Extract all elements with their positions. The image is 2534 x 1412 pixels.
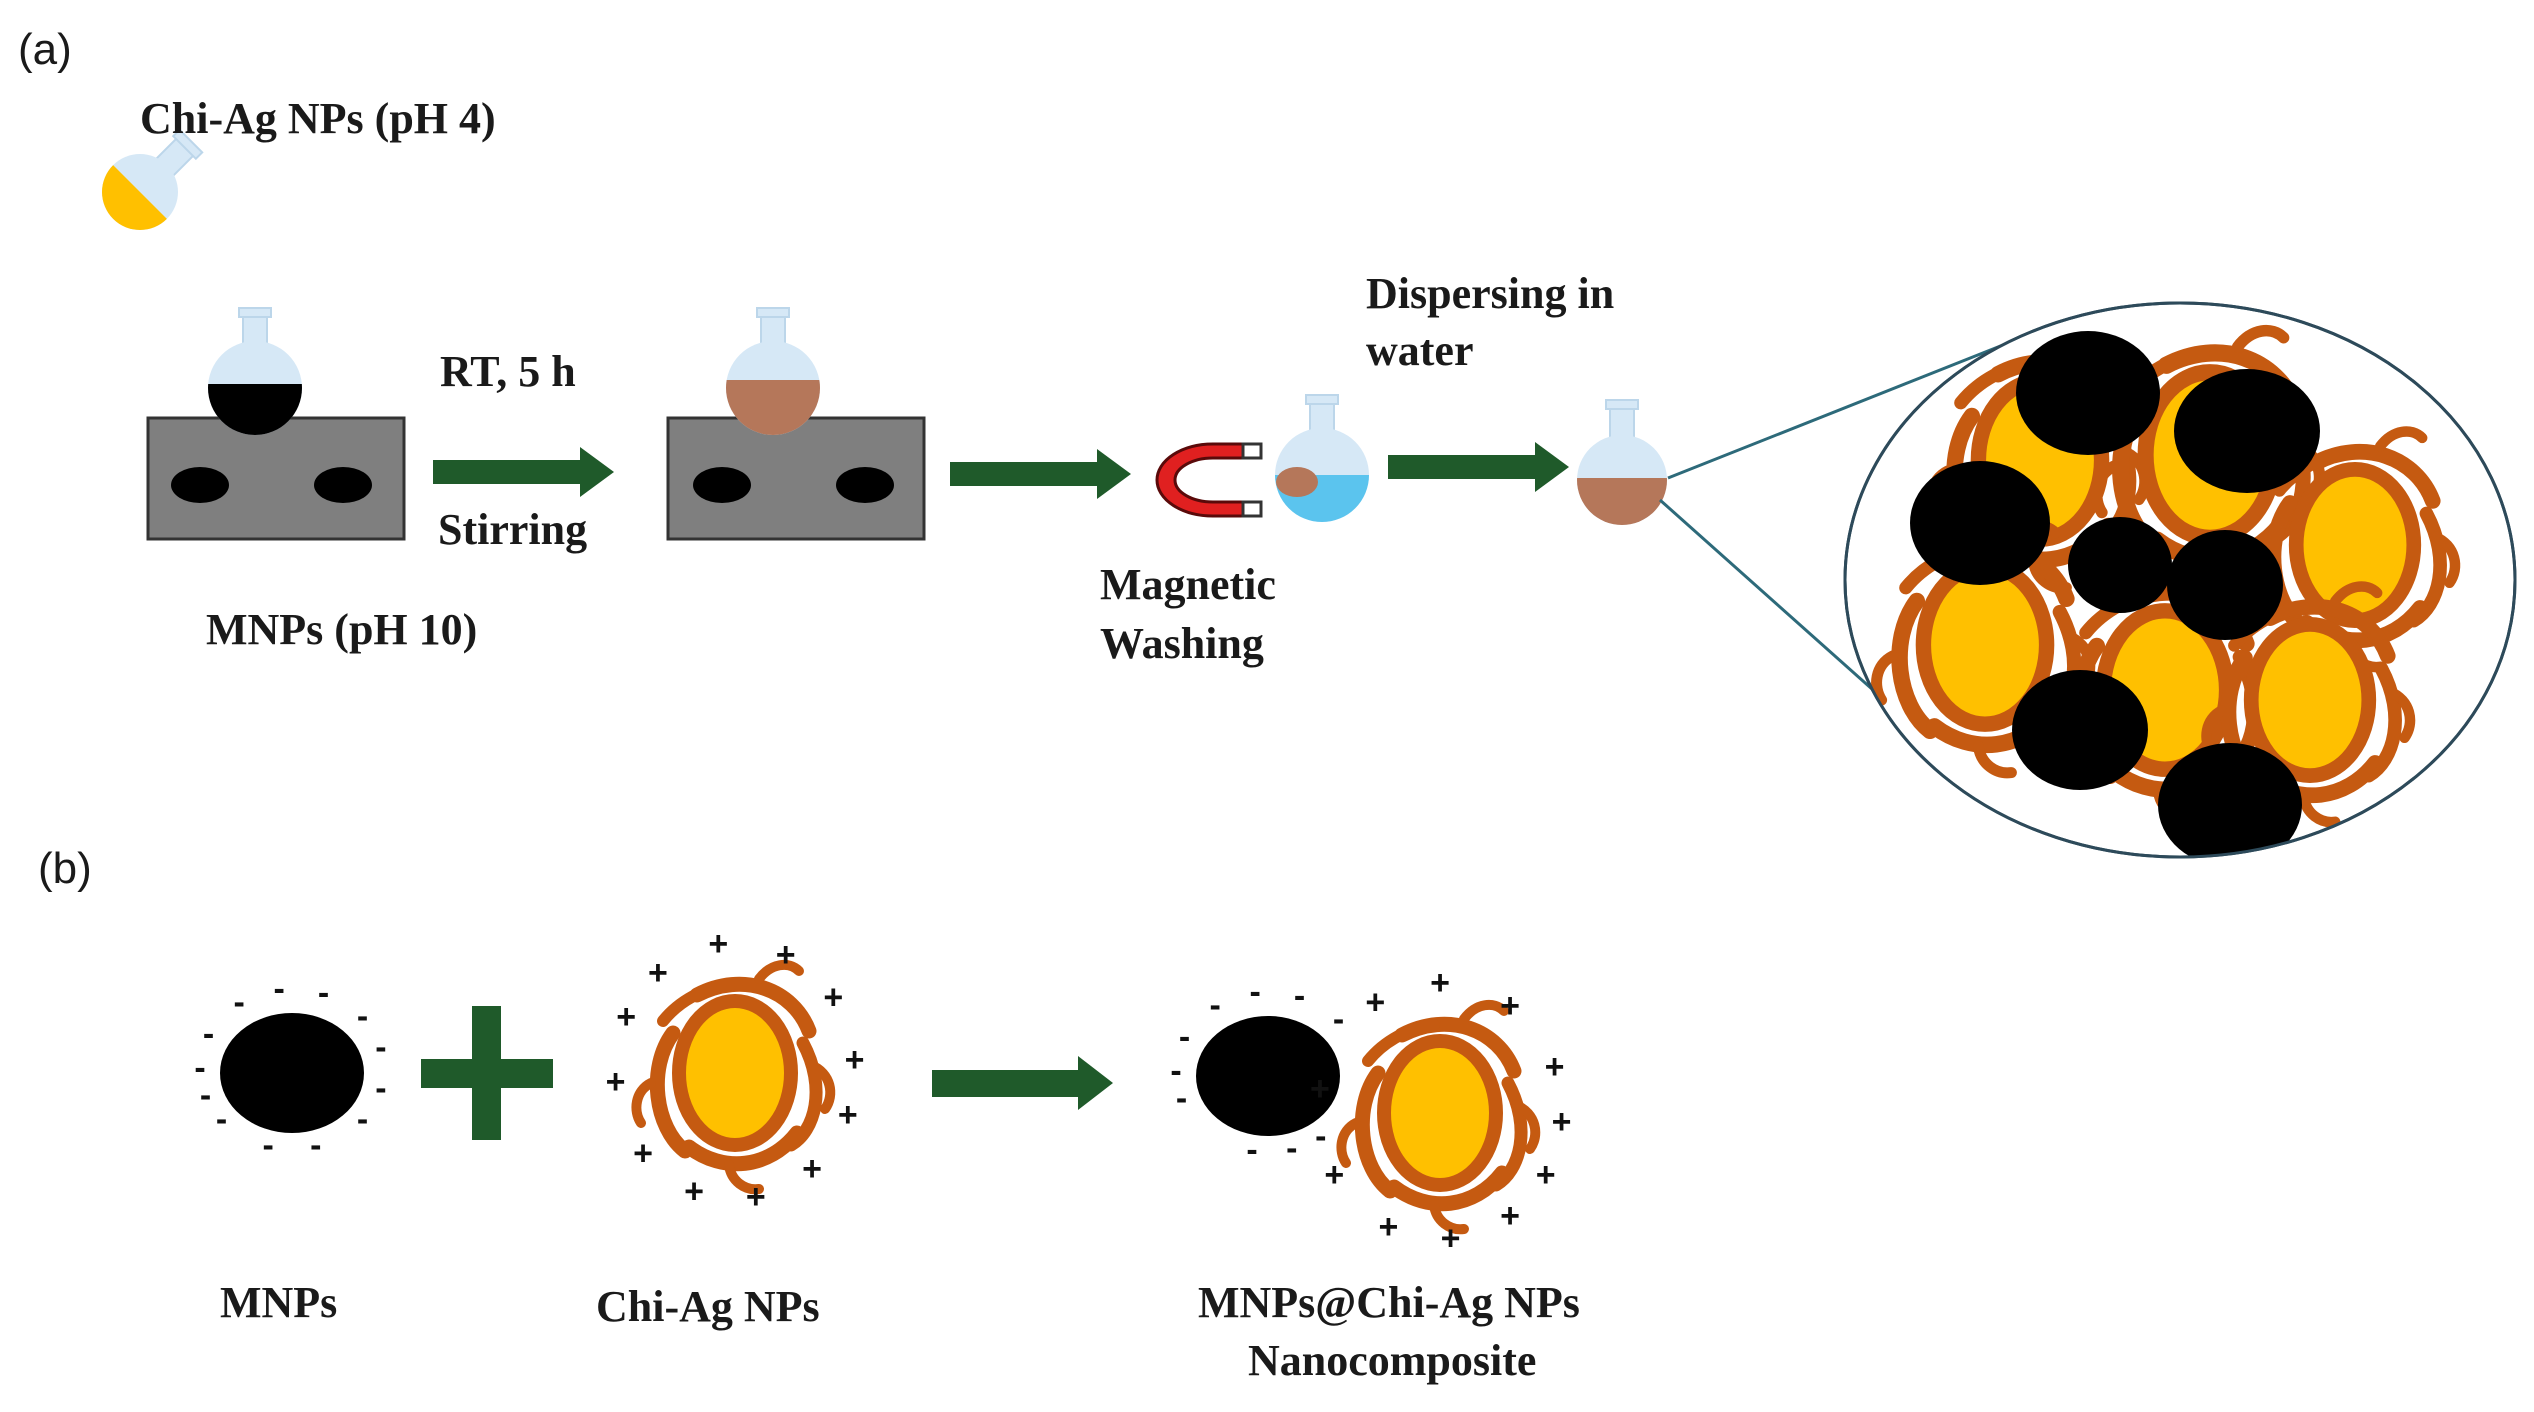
- negative-charge: -: [234, 983, 245, 1021]
- positive-charge: +: [823, 979, 843, 1017]
- positive-charge: +: [684, 1172, 704, 1210]
- positive-charge: +: [1545, 1048, 1565, 1086]
- positive-charge: +: [708, 925, 728, 963]
- product-label: MNPs@Chi-Ag NPs: [1198, 1278, 1580, 1327]
- negative-charge: -: [1286, 1129, 1297, 1167]
- mnps-label: MNPs: [220, 1278, 337, 1327]
- negative-charge: -: [375, 1028, 386, 1066]
- positive-charge: +: [1324, 1156, 1344, 1194]
- negative-charge: -: [203, 1015, 214, 1053]
- positive-charge: +: [1310, 1070, 1330, 1108]
- positive-charge: +: [845, 1041, 865, 1079]
- negative-charge: -: [357, 998, 368, 1036]
- zoom-mnp-7: [2158, 743, 2302, 857]
- arrow-assembly: [932, 1056, 1113, 1110]
- chi-ag-flask: [102, 128, 204, 230]
- product-negative-charges: ----------: [1170, 973, 1344, 1169]
- panel-a-label: (a): [18, 25, 72, 74]
- zoom-mnp-5: [2167, 530, 2283, 640]
- negative-charges: -------------: [194, 970, 386, 1165]
- positive-charge: +: [648, 954, 668, 992]
- arrow-dispersing: [1388, 442, 1569, 492]
- arrow-to-washing: [950, 449, 1131, 499]
- magnetic-stirrer-2: [666, 416, 926, 541]
- positive-charge: +: [1378, 1208, 1398, 1246]
- positive-charge: +: [1430, 964, 1450, 1002]
- positive-charge: +: [776, 936, 796, 974]
- washing-label: Washing: [1100, 619, 1264, 668]
- plus-icon: [421, 1006, 553, 1140]
- negative-charge: -: [263, 1126, 274, 1164]
- panel-b-label: (b): [38, 844, 92, 893]
- negative-charge: -: [1170, 1052, 1181, 1090]
- negative-charge: -: [194, 1049, 205, 1087]
- zoom-mnp-6: [2012, 670, 2148, 790]
- negative-charge: -: [1315, 1117, 1326, 1155]
- negative-charge: -: [1176, 1079, 1187, 1117]
- magnetic-label: Magnetic: [1100, 560, 1276, 609]
- negative-charge: -: [1250, 973, 1261, 1011]
- chi-ag-solution-label: Chi-Ag NPs (pH 4): [140, 94, 496, 143]
- washing-flask: [1275, 394, 1369, 522]
- negative-charge: -: [1294, 977, 1305, 1015]
- positive-charge: +: [838, 1096, 858, 1134]
- negative-charge: -: [1246, 1131, 1257, 1169]
- positive-charge: +: [1441, 1219, 1461, 1257]
- positive-charge: +: [616, 998, 636, 1036]
- magnetic-stirrer-1: [146, 416, 406, 541]
- product-positive-charges: + + + + + + + + + + +: [1310, 964, 1571, 1258]
- mnps-solution-label: MNPs (pH 10): [206, 605, 477, 654]
- positive-charge: +: [1500, 987, 1520, 1025]
- negative-charge: -: [216, 1100, 227, 1138]
- mnp-particle: -------------: [194, 970, 386, 1165]
- zoom-mnp-4: [2068, 517, 2172, 613]
- nanocomposite-label: Nanocomposite: [1248, 1336, 1536, 1385]
- reaction-condition-label: RT, 5 h: [440, 347, 576, 396]
- negative-charge: -: [1179, 1018, 1190, 1056]
- negative-charge: -: [310, 1126, 321, 1164]
- positive-charge: +: [1500, 1197, 1520, 1235]
- positive-charge: +: [633, 1134, 653, 1172]
- positive-charge: +: [1552, 1103, 1572, 1141]
- zoom-mnp-3: [1910, 461, 2050, 585]
- negative-charge: -: [357, 1100, 368, 1138]
- zoom-mnp-2: [2174, 369, 2320, 493]
- negative-charge: -: [1210, 986, 1221, 1024]
- positive-charge: +: [1365, 983, 1385, 1021]
- nanocomposite-zoom: [1843, 301, 2517, 859]
- positive-charge: +: [746, 1178, 766, 1216]
- negative-charge: -: [375, 1070, 386, 1108]
- negative-charge: -: [318, 974, 329, 1012]
- stirring-label: Stirring: [438, 505, 587, 554]
- arrow-stirring: [433, 447, 614, 497]
- negative-charge: -: [200, 1076, 211, 1114]
- negative-charge: -: [274, 970, 285, 1008]
- water-label: water: [1366, 326, 1474, 375]
- positive-charge: +: [606, 1063, 626, 1101]
- zoom-mnp-1: [2016, 331, 2160, 455]
- positive-charge: +: [802, 1150, 822, 1188]
- negative-charge: -: [1333, 1001, 1344, 1039]
- dispersed-flask: [1577, 399, 1667, 525]
- chi-ag-particle: ++++++++++++: [606, 925, 865, 1216]
- zoom-line-top: [1667, 343, 2004, 480]
- dispersing-label: Dispersing in: [1366, 269, 1614, 318]
- positive-charges: ++++++++++++: [606, 925, 865, 1216]
- magnet-icon: [1155, 442, 1263, 518]
- chi-ag-label: Chi-Ag NPs: [596, 1282, 820, 1331]
- positive-charge: +: [1536, 1156, 1556, 1194]
- nanocomposite-particle: ---------- +++++++++++: [1170, 964, 1571, 1258]
